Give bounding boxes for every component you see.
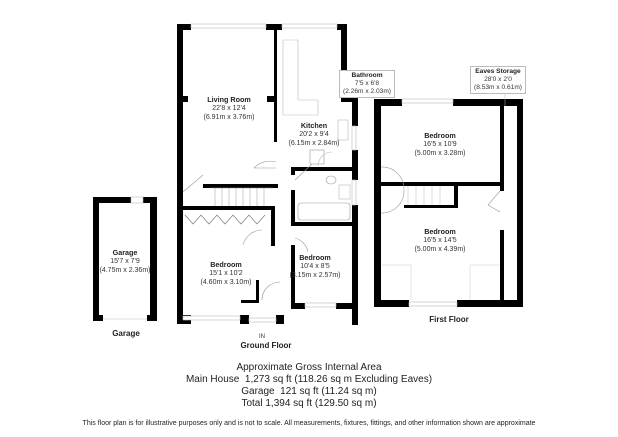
room-label-living-room: Living Room 22'8 x 12'4 (6.91m x 3.76m) (204, 95, 255, 122)
garage-plan (93, 196, 157, 321)
disclaimer-text: This floor plan is for illustrative purp… (82, 420, 536, 427)
room-dimensions-imperial: 16'5 x 10'9 (423, 141, 457, 148)
area-summary: Approximate Gross Internal Area Main Hou… (0, 362, 618, 410)
room-dimensions-imperial: 16'5 x 14'5 (423, 237, 457, 244)
room-label-first-bedroom-front: Bedroom 16'5 x 10'9 (5.00m x 3.28m) (415, 131, 466, 158)
room-dimensions-metric: (6.15m x 2.84m) (288, 140, 340, 147)
room-name: Eaves Storage (475, 68, 521, 75)
room-name: Living Room (207, 95, 251, 104)
room-label-first-bedroom-rear: Bedroom 16'5 x 14'5 (5.00m x 4.39m) (415, 227, 466, 254)
room-dimensions-metric: (6.91m x 3.76m) (203, 114, 255, 121)
entrance-label: IN (259, 334, 265, 340)
room-dimensions-metric: (5.00m x 4.39m) (414, 246, 466, 253)
room-name: Bedroom (210, 260, 242, 269)
room-name: Bedroom (424, 227, 456, 236)
area-total: Total 1,394 sq ft (129.50 sq m) (241, 398, 377, 409)
room-label-garage: Garage 15'7 x 7'9 (4.75m x 2.36m) (100, 248, 151, 275)
room-label-eaves-storage: Eaves Storage 28'0 x 2'0 (8.53m x 0.61m) (470, 66, 527, 94)
room-dimensions-imperial: 20'2 x 9'4 (299, 131, 329, 138)
floor-title-first: First Floor (429, 315, 469, 324)
area-main-house: Main House 1,273 sq ft (118.26 sq m Excl… (185, 374, 433, 385)
room-dimensions-metric: (8.53m x 0.61m) (474, 84, 523, 91)
ground-floor-plan (177, 23, 358, 325)
first-floor-plan (346, 88, 523, 307)
room-dimensions-imperial: 22'8 x 12'4 (212, 105, 246, 112)
room-dimensions-metric: (3.15m x 2.57m) (289, 272, 341, 279)
area-garage: Garage 121 sq ft (11.24 sq m) (241, 386, 377, 397)
room-label-ground-bedroom-small: Bedroom 10'4 x 8'5 (3.15m x 2.57m) (290, 253, 341, 280)
room-name: Bedroom (299, 253, 331, 262)
room-name: Garage (112, 248, 138, 257)
room-dimensions-imperial: 7'5 x 6'8 (354, 80, 380, 87)
floor-title-garage: Garage (112, 329, 140, 338)
room-name: Bedroom (424, 131, 456, 140)
room-dimensions-imperial: 15'1 x 10'2 (209, 270, 243, 277)
room-dimensions-metric: (4.75m x 2.36m) (99, 267, 151, 274)
room-name: Bathroom (351, 72, 383, 79)
room-label-kitchen: Kitchen 20'2 x 9'4 (6.15m x 2.84m) (289, 121, 340, 148)
room-name: Kitchen (300, 121, 328, 130)
room-dimensions-imperial: 10'4 x 8'5 (300, 263, 330, 270)
room-dimensions-metric: (4.60m x 3.10m) (200, 279, 252, 286)
area-heading: Approximate Gross Internal Area (236, 362, 382, 373)
room-label-bathroom: Bathroom 7'5 x 6'8 (2.26m x 2.03m) (339, 70, 396, 98)
room-dimensions-metric: (2.26m x 2.03m) (343, 88, 392, 95)
room-label-ground-bedroom-large: Bedroom 15'1 x 10'2 (4.60m x 3.10m) (201, 260, 252, 287)
floor-title-ground: Ground Floor (240, 341, 292, 350)
room-dimensions-imperial: 15'7 x 7'9 (110, 258, 140, 265)
room-dimensions-metric: (5.00m x 3.28m) (414, 150, 466, 157)
room-dimensions-imperial: 28'0 x 2'0 (484, 76, 512, 83)
